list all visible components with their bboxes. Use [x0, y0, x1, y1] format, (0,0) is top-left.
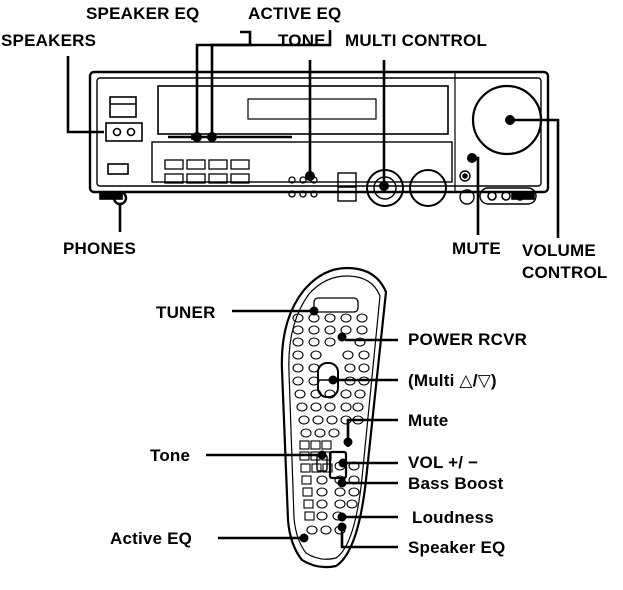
receiver-leaders — [66, 30, 560, 238]
label-active-eq: Active EQ — [110, 529, 193, 548]
label-power-rcvr: POWER RCVR — [408, 330, 528, 349]
receiver-unit — [88, 70, 550, 207]
label-active-eq-top: ACTIVE EQ — [248, 4, 342, 23]
label-tone: Tone — [150, 446, 191, 465]
remote-control — [280, 266, 388, 569]
label-multi-control: MULTI CONTROL — [345, 31, 488, 50]
label-bass-boost: Bass Boost — [408, 474, 504, 493]
power-button-icon — [109, 96, 137, 118]
label-mute-top: MUTE — [452, 239, 501, 258]
label-tuner: TUNER — [156, 303, 216, 322]
remote-leaders — [206, 309, 398, 549]
label-multi-arrows: (Multi △/▽) — [408, 371, 497, 390]
label-speaker-eq: SPEAKER EQ — [86, 4, 200, 23]
label-mute: Mute — [408, 411, 449, 430]
speakers-buttons-icon — [105, 122, 143, 142]
label-phones: PHONES — [63, 239, 136, 258]
label-speakers: SPEAKERS — [1, 31, 97, 50]
label-tone-top: TONE — [278, 31, 326, 50]
label-speaker-eq-remote: Speaker EQ — [408, 538, 506, 557]
label-loudness: Loudness — [412, 508, 494, 527]
label-vol: VOL +/ − — [408, 453, 479, 472]
label-volume-control: VOLUME CONTROL — [522, 241, 608, 282]
display-window — [157, 85, 449, 135]
